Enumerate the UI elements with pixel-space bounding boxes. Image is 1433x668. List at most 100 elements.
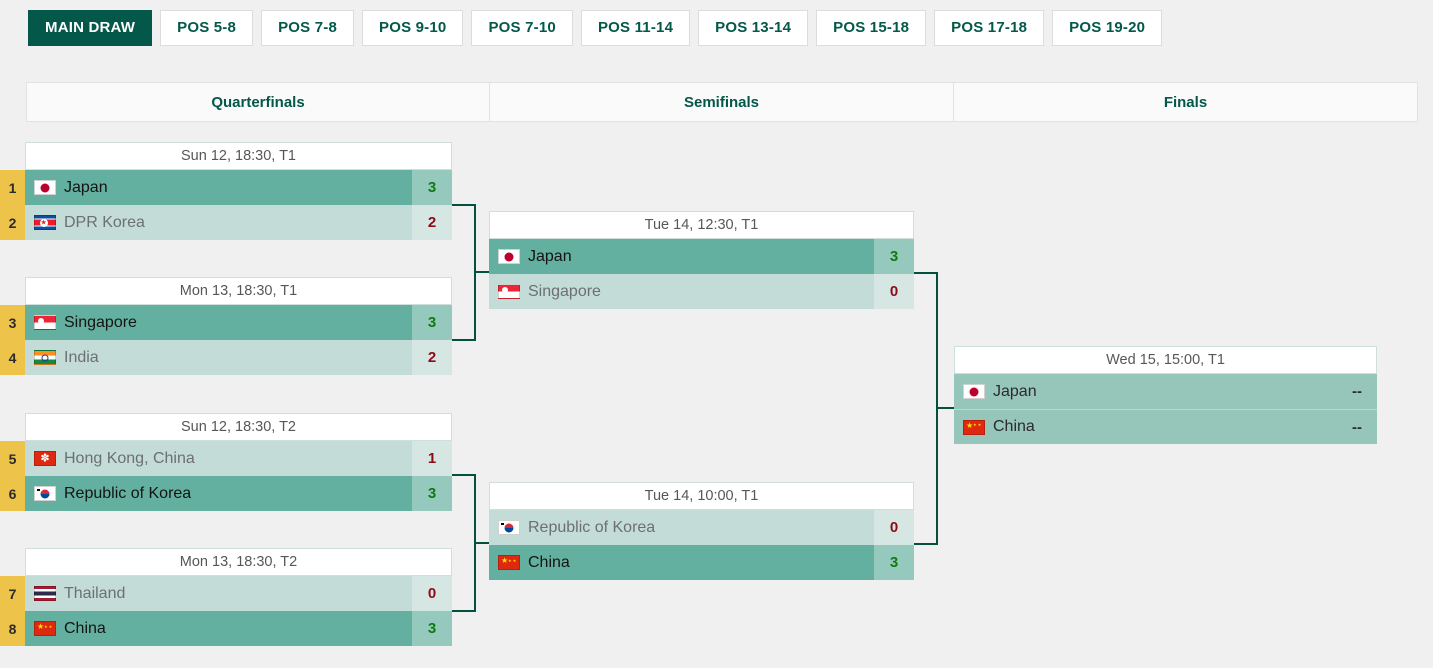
connector-sf1-horizontal bbox=[914, 272, 938, 274]
flag-japan-icon bbox=[963, 384, 985, 399]
match-qf3[interactable]: Sun 12, 18:30, T2 5 Hong Kong, China 1 6… bbox=[0, 413, 452, 511]
team-name: China bbox=[993, 418, 1035, 435]
team-cell: Singapore bbox=[489, 274, 874, 309]
tab-pos-9-10[interactable]: POS 9-10 bbox=[362, 10, 464, 46]
tab-pos-7-10[interactable]: POS 7-10 bbox=[471, 10, 573, 46]
score-cell: 3 bbox=[412, 476, 452, 511]
match-qf1[interactable]: Sun 12, 18:30, T1 1 Japan 3 2 DPR Korea … bbox=[0, 142, 452, 240]
tab-pos-15-18[interactable]: POS 15-18 bbox=[816, 10, 927, 46]
flag-dpr-korea-icon bbox=[34, 215, 56, 230]
score-cell: 3 bbox=[874, 545, 914, 580]
seed-number: 6 bbox=[0, 476, 25, 511]
tab-pos-11-14[interactable]: POS 11-14 bbox=[580, 10, 691, 46]
connector-into-sf2 bbox=[474, 542, 490, 544]
team-name: Japan bbox=[64, 178, 108, 196]
score-cell: 3 bbox=[412, 170, 452, 205]
round-label: Quarterfinals bbox=[211, 93, 305, 111]
round-header-finals: Finals bbox=[954, 83, 1417, 121]
score-cell: 2 bbox=[412, 340, 452, 375]
match-row[interactable]: 5 Hong Kong, China 1 bbox=[0, 441, 452, 476]
tab-pos-17-18[interactable]: POS 17-18 bbox=[934, 10, 1045, 46]
flag-japan-icon bbox=[498, 249, 520, 264]
match-sf1[interactable]: Tue 14, 12:30, T1 Japan 3 Singapore 0 bbox=[489, 211, 914, 309]
team-cell: Hong Kong, China bbox=[25, 441, 412, 476]
match-datetime: Mon 13, 18:30, T2 bbox=[25, 548, 452, 576]
connector-qf4-horizontal bbox=[452, 610, 476, 612]
connector-qf3-horizontal bbox=[452, 474, 476, 476]
match-row[interactable]: 1 Japan 3 bbox=[0, 170, 452, 205]
seed-number: 5 bbox=[0, 441, 25, 476]
team-cell: Republic of Korea bbox=[25, 476, 412, 511]
score-cell: -- bbox=[1337, 374, 1377, 409]
tab-label: POS 9-10 bbox=[379, 19, 447, 36]
round-header-semifinals: Semifinals bbox=[490, 83, 954, 121]
match-final[interactable]: Wed 15, 15:00, T1 Japan -- China -- bbox=[954, 346, 1377, 444]
match-row[interactable]: 4 India 2 bbox=[0, 340, 452, 375]
round-label: Finals bbox=[1163, 93, 1208, 111]
match-row[interactable]: China -- bbox=[954, 409, 1377, 444]
tab-label: MAIN DRAW bbox=[45, 19, 136, 36]
team-name: Republic of Korea bbox=[64, 484, 192, 502]
tab-label: POS 5-8 bbox=[177, 19, 237, 36]
match-datetime: Wed 15, 15:00, T1 bbox=[954, 346, 1377, 374]
team-name: Japan bbox=[993, 382, 1037, 400]
team-name: Hong Kong, China bbox=[64, 449, 195, 467]
flag-thailand-icon bbox=[34, 586, 56, 601]
match-row[interactable]: 8 China 3 bbox=[0, 611, 452, 646]
flag-china-icon bbox=[34, 621, 56, 636]
score-cell: 1 bbox=[412, 441, 452, 476]
score-cell: 0 bbox=[412, 576, 452, 611]
team-cell: Japan bbox=[25, 170, 412, 205]
score-cell: 0 bbox=[874, 510, 914, 545]
tab-label: POS 7-8 bbox=[278, 19, 337, 36]
match-row[interactable]: 6 Republic of Korea 3 bbox=[0, 476, 452, 511]
flag-korea-icon bbox=[34, 486, 56, 501]
tab-label: POS 11-14 bbox=[597, 19, 674, 36]
team-cell: Japan bbox=[954, 374, 1337, 409]
match-row[interactable]: 2 DPR Korea 2 bbox=[0, 205, 452, 240]
team-cell: DPR Korea bbox=[25, 205, 412, 240]
team-name: Thailand bbox=[64, 584, 126, 602]
flag-singapore-icon bbox=[34, 315, 56, 330]
seed-number: 8 bbox=[0, 611, 25, 646]
team-name: Singapore bbox=[528, 282, 601, 300]
match-row[interactable]: Japan 3 bbox=[489, 239, 914, 274]
seed-number: 3 bbox=[0, 305, 25, 340]
seed-number: 1 bbox=[0, 170, 25, 205]
tab-pos-19-20[interactable]: POS 19-20 bbox=[1052, 10, 1163, 46]
connector-qf1-horizontal bbox=[452, 204, 476, 206]
tab-label: POS 19-20 bbox=[1069, 19, 1146, 36]
tab-label: POS 7-10 bbox=[488, 19, 556, 36]
match-datetime: Tue 14, 10:00, T1 bbox=[489, 482, 914, 510]
connector-into-final bbox=[936, 407, 958, 409]
flag-hong-kong-icon bbox=[34, 451, 56, 466]
tab-label: POS 13-14 bbox=[715, 19, 792, 36]
tab-pos-13-14[interactable]: POS 13-14 bbox=[698, 10, 809, 46]
score-cell: 0 bbox=[874, 274, 914, 309]
connector-sf2-horizontal bbox=[914, 543, 938, 545]
match-row[interactable]: Republic of Korea 0 bbox=[489, 510, 914, 545]
seed-number: 2 bbox=[0, 205, 25, 240]
match-qf4[interactable]: Mon 13, 18:30, T2 7 Thailand 0 8 China 3 bbox=[0, 548, 452, 646]
flag-china-icon bbox=[498, 555, 520, 570]
match-sf2[interactable]: Tue 14, 10:00, T1 Republic of Korea 0 Ch… bbox=[489, 482, 914, 580]
tab-pos-5-8[interactable]: POS 5-8 bbox=[160, 10, 254, 46]
team-cell: China bbox=[489, 545, 874, 580]
match-datetime: Sun 12, 18:30, T2 bbox=[25, 413, 452, 441]
match-row[interactable]: China 3 bbox=[489, 545, 914, 580]
team-cell: China bbox=[25, 611, 412, 646]
match-row[interactable]: 7 Thailand 0 bbox=[0, 576, 452, 611]
match-qf2[interactable]: Mon 13, 18:30, T1 3 Singapore 3 4 India … bbox=[0, 277, 452, 375]
match-row[interactable]: 3 Singapore 3 bbox=[0, 305, 452, 340]
team-cell: Republic of Korea bbox=[489, 510, 874, 545]
match-row[interactable]: Japan -- bbox=[954, 374, 1377, 409]
match-row[interactable]: Singapore 0 bbox=[489, 274, 914, 309]
match-datetime: Sun 12, 18:30, T1 bbox=[25, 142, 452, 170]
round-header-quarterfinals: Quarterfinals bbox=[27, 83, 490, 121]
flag-singapore-icon bbox=[498, 284, 520, 299]
tab-pos-7-8[interactable]: POS 7-8 bbox=[261, 10, 354, 46]
seed-number: 7 bbox=[0, 576, 25, 611]
tab-label: POS 17-18 bbox=[951, 19, 1028, 36]
tab-main-draw[interactable]: MAIN DRAW bbox=[28, 10, 153, 46]
team-name: DPR Korea bbox=[64, 213, 145, 231]
